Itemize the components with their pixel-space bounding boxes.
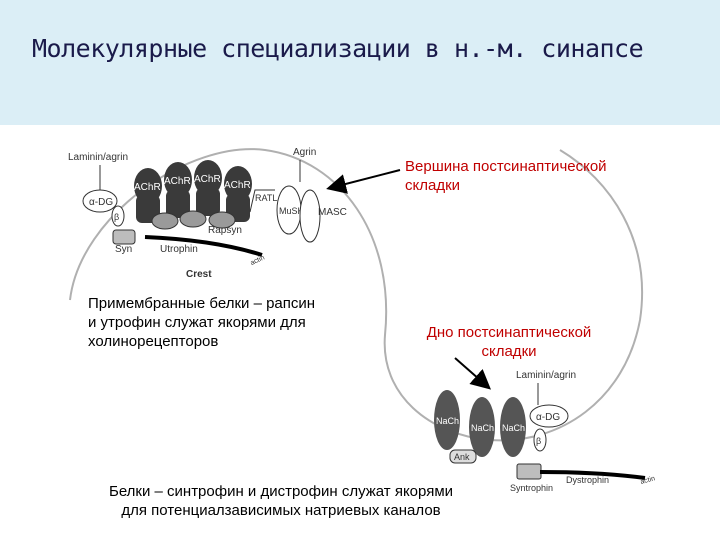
achr-label: AChR: [164, 176, 191, 187]
title-band: [0, 0, 720, 125]
nach-channel: NaCh: [469, 397, 495, 457]
rapsyn-protein: [208, 211, 236, 229]
arrow-to-trough: [454, 357, 492, 390]
syn-protein: [112, 229, 136, 245]
postsynaptic-membrane: [69, 148, 644, 442]
alpha-dg-protein: [529, 404, 569, 428]
alpha-dg-label: α-DG: [89, 197, 113, 208]
syn-label: Syn: [115, 244, 132, 255]
beta-dg-protein: [111, 205, 125, 227]
rapsyn-note-line: и утрофин служат якорями для: [88, 314, 306, 331]
rapsyn-note: Примембранные белки – рапсин и утрофин с…: [88, 294, 316, 351]
trough-line: складки: [481, 343, 537, 360]
beta-dg-protein: [533, 428, 547, 452]
rapsyn-note-line: холинорецепторов: [88, 333, 219, 350]
crest-top-line: складки: [405, 177, 461, 194]
dystrophin-label: Dystrophin: [566, 475, 609, 485]
arrow-to-crest: [326, 169, 401, 194]
alpha-dg-protein: [82, 189, 118, 213]
slide-title: Молекулярные специализации в н.-м. синап…: [32, 34, 644, 63]
rapsyn-protein: [151, 212, 179, 230]
laminin-label: Laminin/agrin: [516, 370, 576, 381]
alpha-dg-label: α-DG: [536, 412, 560, 423]
laminin-label: Laminin/agrin: [68, 152, 128, 163]
nach-channel: NaCh: [434, 390, 460, 450]
beta-label: β: [114, 212, 119, 222]
agrin-label: Agrin: [293, 147, 316, 158]
rapsyn-label: Rapsyn: [208, 225, 242, 236]
actin-label: actin: [640, 475, 656, 486]
utrophin-filament: [144, 235, 263, 257]
ank-label: Ank: [454, 452, 470, 462]
trough-label: Дно постсинаптической складки: [410, 323, 608, 361]
ratl-connector: [249, 189, 275, 213]
syntrophin-note-line: для потенциалзависимых натриевых каналов: [121, 502, 441, 519]
rapsyn-note-line: Примембранные белки – рапсин: [88, 295, 316, 312]
ratl-label: RATL: [255, 193, 277, 203]
rapsyn-protein: [179, 210, 207, 228]
actin-label: actin: [249, 254, 265, 267]
syntrophin-note-line: Белки – синтрофин и дистрофин служат яко…: [108, 483, 454, 500]
utrophin-label: Utrophin: [160, 244, 198, 255]
musk-label: MuSK: [279, 206, 304, 216]
syntrophin-protein: [516, 463, 542, 480]
achr-label: AChR: [224, 180, 251, 191]
syntrophin-note: Белки – синтрофин и дистрофин служат яко…: [72, 482, 490, 520]
masc-label: MASC: [318, 207, 347, 218]
dystrophin-filament: [539, 470, 646, 480]
crest-top-line: Вершина постсинаптической: [405, 158, 607, 175]
trough-line: Дно постсинаптической: [426, 324, 592, 341]
nach-label: NaCh: [471, 423, 494, 433]
ank-protein: [449, 449, 477, 464]
beta-label: β: [536, 436, 541, 446]
nach-channel: NaCh: [500, 397, 526, 457]
nach-label: NaCh: [436, 416, 459, 426]
achr-receptor: AChR: [164, 162, 192, 218]
masc-protein: [299, 189, 321, 243]
achr-receptor: AChR: [194, 160, 222, 216]
achr-receptor: AChR: [134, 168, 162, 223]
crest-top-label: Вершина постсинаптической складки: [405, 157, 607, 195]
nach-label: NaCh: [502, 423, 525, 433]
crest-diagram: Laminin/agrin α-DG β Syn Agrin AChR AChR…: [68, 147, 347, 280]
achr-label: AChR: [134, 182, 161, 193]
trough-diagram: Laminin/agrin NaCh NaCh NaCh Ank α-DG β …: [434, 370, 656, 493]
syntrophin-label: Syntrophin: [510, 483, 553, 493]
crest-label: Crest: [186, 269, 212, 280]
achr-label: AChR: [194, 174, 221, 185]
